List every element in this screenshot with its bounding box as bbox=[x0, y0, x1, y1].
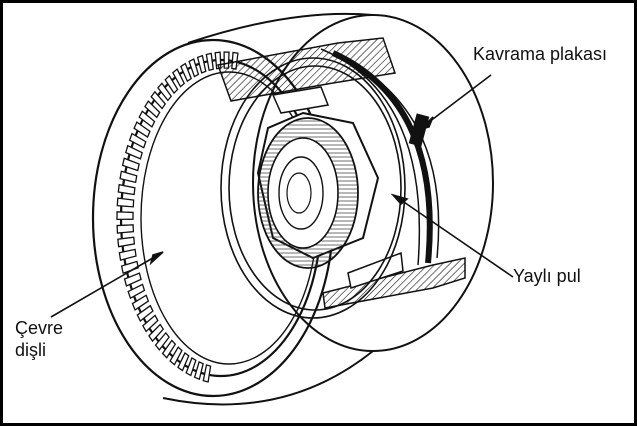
gear-tooth bbox=[123, 272, 142, 287]
gear-tooth bbox=[179, 62, 192, 83]
label-ring-gear-line2: dişli bbox=[15, 340, 47, 360]
gear-tooth bbox=[171, 68, 186, 88]
gear-tooth bbox=[205, 52, 214, 72]
leader-lines bbox=[50, 74, 514, 318]
gear-tooth bbox=[116, 211, 134, 221]
cutaway-section-top bbox=[216, 37, 396, 114]
gear-tooth bbox=[154, 331, 170, 351]
gear-tooth bbox=[118, 248, 137, 261]
gear-tooth bbox=[128, 132, 147, 149]
drum-outer-shell bbox=[162, 12, 494, 406]
clutch-drum-illustration bbox=[50, 12, 514, 406]
gear-tooth bbox=[150, 90, 167, 110]
gear-tooth bbox=[116, 197, 135, 208]
gear-tooth bbox=[148, 323, 165, 343]
gear-tooth bbox=[124, 144, 143, 160]
gear-tooth bbox=[136, 304, 154, 323]
gear-tooth bbox=[164, 74, 179, 95]
cutaway-section-bottom bbox=[322, 251, 466, 309]
gear-tooth bbox=[116, 224, 135, 234]
gear-tooth bbox=[117, 236, 136, 248]
gear-tooth bbox=[188, 58, 200, 78]
gear-tooth bbox=[202, 364, 212, 383]
gear-tooth bbox=[144, 100, 161, 119]
gear-tooth bbox=[161, 339, 177, 359]
label-ring-gear: Çevre dişli bbox=[15, 317, 63, 361]
gear-tooth bbox=[142, 314, 159, 333]
label-clutch-plate: Kavrama plakası bbox=[473, 44, 608, 64]
gear-tooth bbox=[119, 170, 138, 184]
gear-tooth bbox=[157, 82, 173, 102]
gear-tooth bbox=[193, 361, 204, 381]
gear-tooth bbox=[121, 157, 140, 172]
label-spring-washer: Yaylı pul bbox=[513, 266, 581, 286]
hub-assembly bbox=[256, 111, 380, 269]
label-ring-gear-line1: Çevre bbox=[15, 318, 64, 338]
gear-tooth bbox=[185, 357, 197, 377]
gear-tooth bbox=[117, 183, 136, 196]
gear-tooth bbox=[196, 54, 207, 74]
gear-tooth bbox=[127, 283, 146, 300]
gear-tooth bbox=[138, 110, 156, 128]
gear-tooth bbox=[169, 346, 183, 366]
gear-tooth bbox=[177, 352, 190, 372]
gear-tooth bbox=[133, 121, 151, 138]
ring-gear-teeth bbox=[116, 51, 239, 383]
spring-washer bbox=[220, 57, 406, 319]
gear-tooth bbox=[131, 294, 150, 311]
